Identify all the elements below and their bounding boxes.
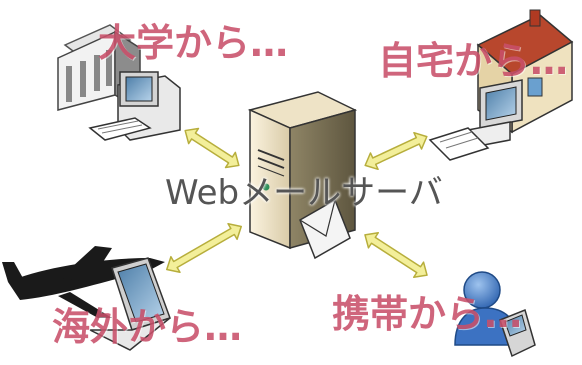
label-home: 自宅から… — [378, 39, 569, 83]
server-icon — [247, 91, 358, 260]
arrow-home — [364, 131, 428, 171]
arrow-overseas — [166, 222, 242, 274]
connection-arrows — [166, 127, 428, 279]
university-icon — [57, 24, 181, 141]
mobile-icon — [454, 271, 536, 358]
overseas-icon — [2, 246, 171, 351]
label-university: 大学から… — [98, 21, 289, 65]
label-server: Webメールサーバ — [165, 173, 443, 213]
label-mobile: 携帯から… — [332, 292, 523, 336]
label-overseas: 海外から… — [52, 305, 243, 349]
arrow-mobile — [364, 231, 428, 279]
home-icon — [428, 9, 574, 161]
arrow-university — [184, 127, 240, 169]
